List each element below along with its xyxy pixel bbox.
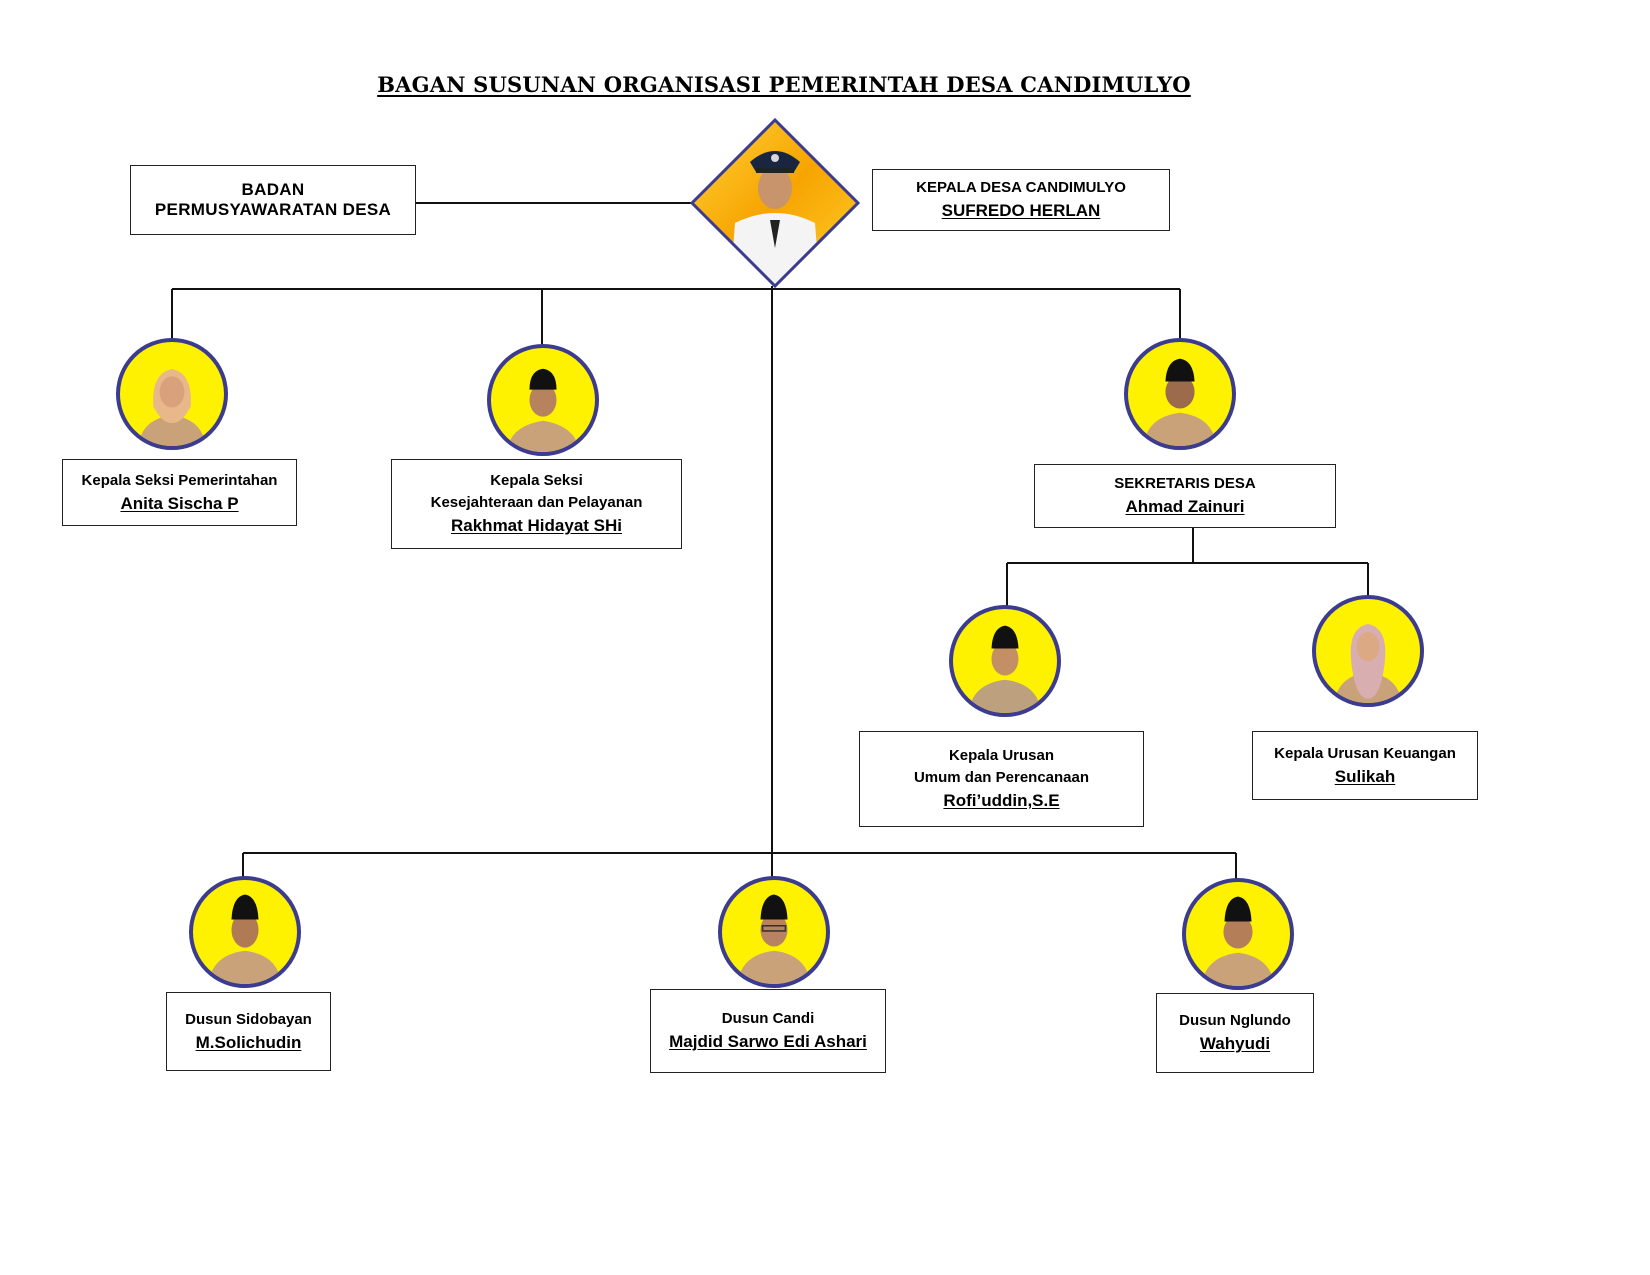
bpd-line1: BADAN <box>241 180 305 199</box>
dusun-sidobayan-role: Dusun Sidobayan <box>185 1010 312 1028</box>
kasi-kesejahteraan-photo <box>487 344 599 456</box>
kaur-umum-box: Kepala Urusan Umum dan Perencanaan Rofi’… <box>859 731 1144 827</box>
sekretaris-photo <box>1124 338 1236 450</box>
dusun-candi-role: Dusun Candi <box>721 1010 815 1027</box>
dusun-sidobayan-box: Dusun Sidobayan M.Solichudin <box>166 992 331 1071</box>
dusun-sidobayan-photo <box>189 876 301 988</box>
dusun-nglundo-photo <box>1182 878 1294 990</box>
sekretaris-box: SEKRETARIS DESA Ahmad Zainuri <box>1034 464 1336 528</box>
dusun-candi-photo <box>718 876 830 988</box>
kepala-desa-photo <box>689 117 861 289</box>
kasi-kesejahteraan-role2: Kesejahteraan dan Pelayanan <box>430 494 643 511</box>
kasi-pemerintahan-name: Anita Sischa P <box>120 493 239 513</box>
person-icon <box>138 369 206 446</box>
dusun-sidobayan-name: M.Solichudin <box>195 1032 302 1052</box>
sekretaris-role: SEKRETARIS DESA <box>1114 475 1256 492</box>
kaur-umum-role1: Kepala Urusan <box>948 747 1055 764</box>
kaur-umum-role2: Umum dan Perencanaan <box>913 769 1090 786</box>
sekretaris-name: Ahmad Zainuri <box>1125 497 1245 516</box>
kaur-keuangan-name: Sulikah <box>1334 766 1396 786</box>
kasi-pemerintahan-photo <box>116 338 228 450</box>
kaur-keuangan-role: Kepala Urusan Keuangan <box>1274 744 1456 762</box>
kepala-desa-role: KEPALA DESA CANDIMULYO <box>916 179 1126 196</box>
person-icon <box>737 894 811 984</box>
person-icon <box>208 894 282 984</box>
kepala-desa-box: KEPALA DESA CANDIMULYO SUFREDO HERLAN <box>872 169 1170 231</box>
kasi-pemerintahan-box: Kepala Seksi Pemerintahan Anita Sischa P <box>62 459 297 526</box>
kasi-kesejahteraan-box: Kepala Seksi Kesejahteraan dan Pelayanan… <box>391 459 682 549</box>
person-icon <box>1201 896 1275 986</box>
kaur-umum-photo <box>949 605 1061 717</box>
person-icon <box>1143 358 1217 446</box>
chart-title: BAGAN SUSUNAN ORGANISASI PEMERINTAH DESA… <box>377 72 1191 97</box>
dusun-candi-box: Dusun Candi Majdid Sarwo Edi Ashari <box>650 989 886 1073</box>
kepala-desa-name: SUFREDO HERLAN <box>941 201 1101 220</box>
person-icon <box>968 625 1042 713</box>
kaur-keuangan-box: Kepala Urusan Keuangan Sulikah <box>1252 731 1478 800</box>
dusun-nglundo-box: Dusun Nglundo Wahyudi <box>1156 993 1314 1073</box>
kasi-kesejahteraan-role1: Kepala Seksi <box>490 472 583 489</box>
bpd-line2: PERMUSYAWARATAN DESA <box>154 200 392 219</box>
person-icon <box>506 368 580 452</box>
person-icon <box>1334 623 1402 703</box>
kasi-pemerintahan-role: Kepala Seksi Pemerintahan <box>81 471 278 489</box>
dusun-nglundo-name: Wahyudi <box>1199 1034 1271 1053</box>
kasi-kesejahteraan-name: Rakhmat Hidayat SHi <box>451 516 622 535</box>
dusun-candi-name: Majdid Sarwo Edi Ashari <box>669 1032 867 1051</box>
dusun-nglundo-role: Dusun Nglundo <box>1179 1012 1291 1029</box>
kaur-keuangan-photo <box>1312 595 1424 707</box>
bpd-box: BADAN PERMUSYAWARATAN DESA <box>130 165 416 235</box>
kaur-umum-name: Rofi’uddin,S.E <box>943 791 1060 810</box>
